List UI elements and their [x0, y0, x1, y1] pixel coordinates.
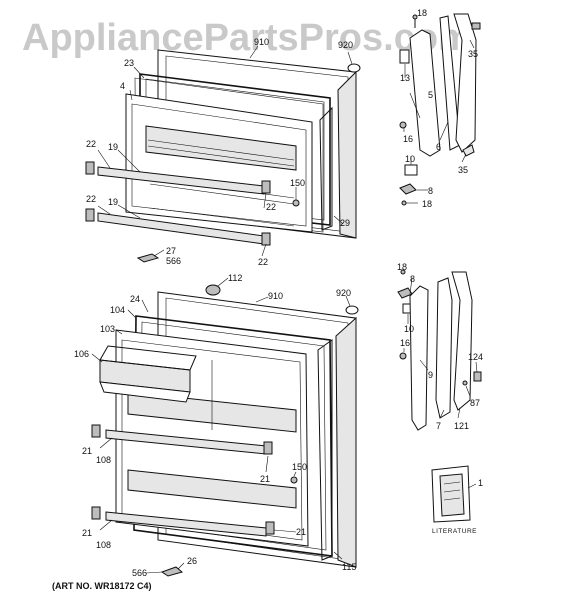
callout-8-a: 8 [428, 186, 433, 196]
callout-22-d: 22 [258, 257, 268, 267]
literature-booklet [431, 465, 471, 523]
callout-566-top: 566 [166, 256, 181, 266]
callout-21-a: 21 [82, 446, 92, 456]
callout-22-b: 22 [86, 194, 96, 204]
callout-112: 112 [228, 273, 242, 283]
callout-115: 115 [342, 562, 356, 572]
callout-18-a: 18 [417, 8, 427, 18]
callout-35-a: 35 [468, 49, 478, 59]
callout-566-bottom: 566 [132, 568, 147, 578]
callout-23: 23 [124, 58, 134, 68]
callout-16-b: 16 [400, 338, 410, 348]
leader-lines [91, 39, 478, 574]
callout-87: 87 [470, 398, 480, 408]
callout-7: 7 [436, 421, 441, 431]
callout-18-c: 18 [397, 262, 407, 272]
callout-1: 1 [478, 478, 483, 488]
callout-5: 5 [428, 90, 433, 100]
callout-19-b: 19 [108, 197, 118, 207]
callout-21-d: 21 [296, 527, 306, 537]
callout-6: 6 [436, 142, 441, 152]
art-number: (ART NO. WR18172 C4) [52, 581, 152, 591]
callout-labels: 910 920 23 4 22 19 22 19 150 22 29 27 56… [52, 8, 483, 591]
callout-26: 26 [187, 556, 197, 566]
callout-27: 27 [166, 246, 176, 256]
callout-9: 9 [428, 370, 433, 380]
fresh-food-shelf-rail-lower [105, 511, 267, 537]
callout-106: 106 [74, 349, 89, 359]
fresh-food-door-assembly [91, 284, 359, 577]
callout-24: 24 [130, 294, 140, 304]
callout-35-b: 35 [458, 165, 468, 175]
callout-150-bottom: 150 [292, 462, 307, 472]
callout-22-c: 22 [266, 202, 276, 212]
callout-10-b: 10 [404, 324, 414, 334]
callout-150-top: 150 [290, 178, 305, 188]
callout-29: 29 [340, 218, 350, 228]
callout-19-a: 19 [108, 142, 118, 152]
fresh-food-hinge-parts [397, 269, 482, 431]
callout-21-b: 21 [260, 474, 270, 484]
callout-104: 104 [110, 305, 125, 315]
freezer-hinge-parts [399, 13, 481, 206]
freezer-door-assembly [85, 49, 361, 263]
callout-4: 4 [120, 81, 125, 91]
freezer-shelf-rail-upper [97, 166, 265, 195]
watermark: AppliancePartsPros.com [22, 17, 472, 59]
callout-13: 13 [400, 73, 410, 83]
callout-920-bottom: 920 [336, 288, 351, 298]
callout-16-a: 16 [403, 134, 413, 144]
callout-21-c: 21 [82, 528, 92, 538]
callout-108-b: 108 [96, 540, 111, 550]
callout-10-a: 10 [405, 154, 415, 164]
callout-124: 124 [468, 352, 483, 362]
callout-22-a: 22 [86, 139, 96, 149]
literature-label: LITERATURE [432, 528, 477, 535]
callout-8-b: 8 [410, 274, 415, 284]
callout-18-b: 18 [422, 199, 432, 209]
callout-910-top: 910 [254, 37, 269, 47]
callout-920-top: 920 [338, 40, 353, 50]
callout-910-bottom: 910 [268, 291, 283, 301]
callout-103: 103 [100, 324, 115, 334]
callout-121: 121 [454, 421, 469, 431]
callout-108-a: 108 [96, 455, 111, 465]
